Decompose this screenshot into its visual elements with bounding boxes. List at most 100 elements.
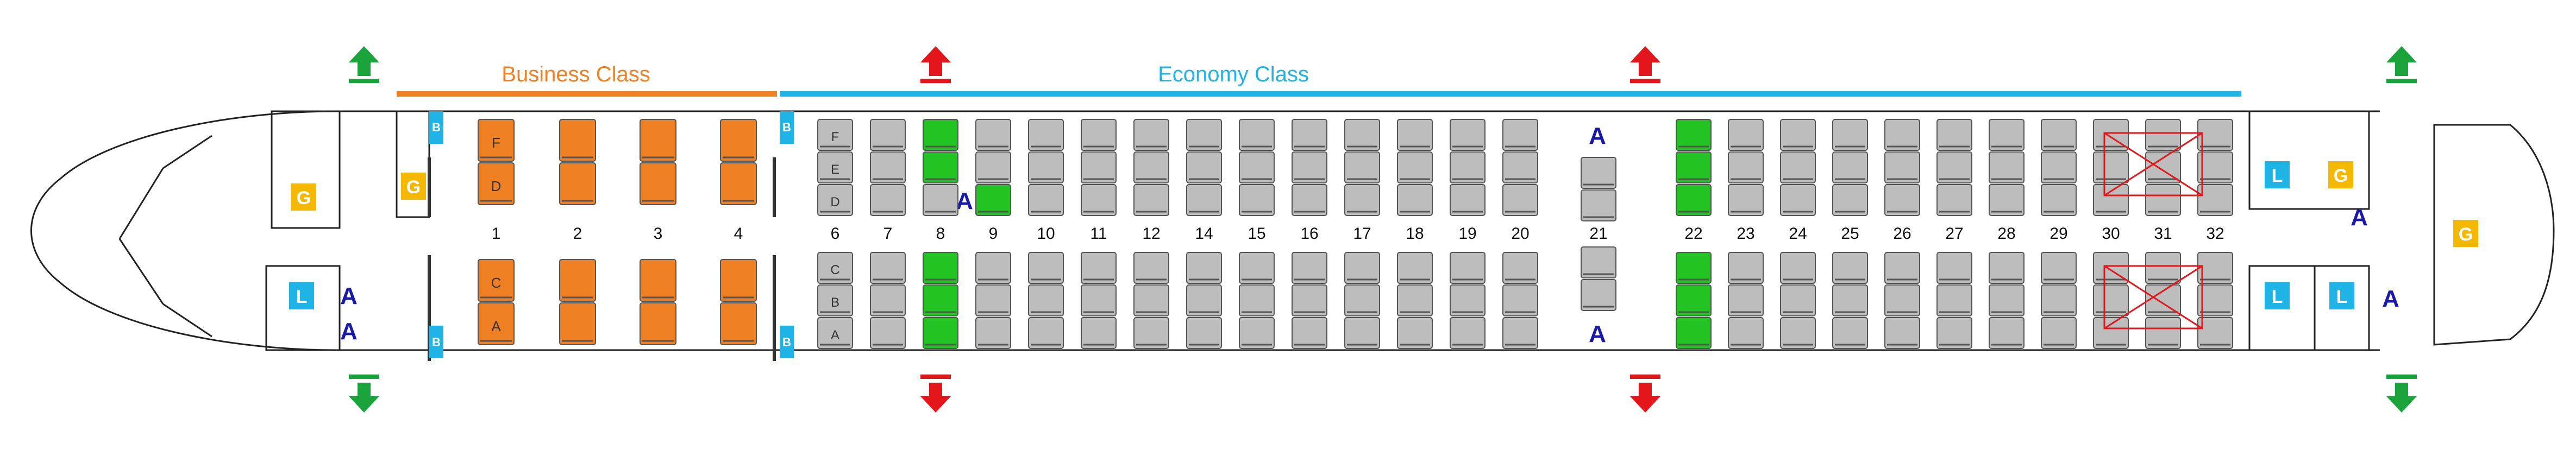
economy-seat-block-lower[interactable]	[1676, 252, 1712, 349]
row-number: 14	[1195, 225, 1213, 243]
economy-seat-block-upper[interactable]	[923, 119, 958, 216]
business-seat-block-upper[interactable]	[478, 119, 515, 205]
business-class-bar	[397, 91, 777, 97]
economy-seat-block-upper[interactable]	[817, 119, 853, 216]
economy-seat-block-lower[interactable]	[1186, 252, 1222, 349]
economy-seat-block-upper[interactable]	[1239, 119, 1275, 216]
economy-seat-block-upper[interactable]	[1292, 119, 1327, 216]
economy-seat-block-lower[interactable]	[1832, 252, 1868, 349]
economy-seat-block-lower[interactable]	[1028, 252, 1064, 349]
row-number: 21	[1589, 225, 1607, 243]
economy-seat-block-lower[interactable]	[2041, 252, 2077, 349]
svg-text:A: A	[2351, 204, 2368, 231]
economy-seat-block-lower[interactable]	[870, 252, 906, 349]
economy-seat-block-upper[interactable]	[1186, 119, 1222, 216]
row-number: 1	[492, 225, 501, 243]
seat-letter: D	[491, 178, 502, 194]
economy-seat-block-upper[interactable]	[1028, 119, 1064, 216]
exit-arrow-up-icon	[2386, 46, 2417, 83]
svg-text:A: A	[1589, 321, 1606, 347]
economy-seat-block-lower[interactable]	[2145, 252, 2181, 349]
svg-text:A: A	[956, 188, 973, 214]
economy-seat-block-lower[interactable]	[2197, 252, 2233, 349]
economy-seat-block-lower[interactable]	[975, 252, 1011, 349]
economy-seat-block-upper[interactable]	[1780, 119, 1816, 216]
row-number: 20	[1511, 225, 1529, 243]
economy-seat-block-upper[interactable]	[1832, 119, 1868, 216]
business-seat-block-lower[interactable]	[559, 259, 596, 345]
business-seat-block-lower[interactable]	[478, 259, 515, 345]
economy-seat-block-upper[interactable]	[1728, 119, 1764, 216]
economy-seat-block-upper[interactable]	[1081, 119, 1117, 216]
row-number: 28	[1997, 225, 2015, 243]
exit-arrow-up-icon	[349, 46, 379, 83]
row-number: 3	[654, 225, 663, 243]
business-seat-block-upper[interactable]	[640, 119, 676, 205]
lav-rear-lower-1	[2265, 282, 2290, 309]
exit-arrow-down-icon	[349, 375, 379, 413]
economy-seat-block-lower[interactable]	[1936, 252, 1972, 349]
svg-text:L: L	[2272, 287, 2283, 307]
economy-seat-block-lower[interactable]	[1397, 252, 1433, 349]
economy-seat-block-lower[interactable]	[2093, 252, 2129, 349]
attendant-markers: A A A A A A A	[340, 123, 2399, 347]
row-number: 11	[1090, 225, 1107, 243]
economy-seat-block-lower[interactable]	[1450, 252, 1486, 349]
seat-letter: B	[831, 295, 839, 310]
row-number: 17	[1353, 225, 1371, 243]
economy-seat-block-upper[interactable]	[1936, 119, 1972, 216]
economy-seat-block-lower[interactable]	[1989, 252, 2025, 349]
economy-seat-block-upper[interactable]	[1884, 119, 1920, 216]
economy-seat-block-upper[interactable]	[1133, 119, 1169, 216]
row-number: 6	[831, 225, 840, 243]
economy-seat-block-upper[interactable]	[870, 119, 906, 216]
economy-seat-block-lower[interactable]	[1884, 252, 1920, 349]
economy-seat-block-lower[interactable]	[1502, 252, 1538, 349]
economy-seat-block-upper[interactable]	[1344, 119, 1380, 216]
row-number: 18	[1406, 225, 1424, 243]
business-seat-block-upper[interactable]	[559, 119, 596, 205]
front-galley-box	[271, 110, 341, 229]
lavatory-markers: L L L L	[289, 161, 2354, 309]
economy-seat-block-upper[interactable]	[1397, 119, 1433, 216]
seat-letter: D	[830, 195, 839, 210]
row-number: 23	[1737, 225, 1754, 243]
business-seat-block-upper[interactable]	[720, 119, 757, 205]
svg-text:L: L	[2336, 287, 2348, 307]
economy-seat-block-upper[interactable]	[1502, 119, 1538, 216]
economy-seat-block-lower[interactable]	[1133, 252, 1169, 349]
exit-row-seat-lower[interactable]	[1581, 246, 1616, 311]
economy-seat-block-lower[interactable]	[1344, 252, 1380, 349]
economy-seat-block-upper[interactable]	[2145, 119, 2181, 216]
svg-text:A: A	[1589, 123, 1606, 149]
economy-seat-block-upper[interactable]	[1989, 119, 2025, 216]
exit-row-seat-upper[interactable]	[1581, 157, 1616, 221]
economy-seat-block-lower[interactable]	[1292, 252, 1327, 349]
svg-text:G: G	[2334, 166, 2348, 186]
business-seat-block-lower[interactable]	[640, 259, 676, 345]
economy-seat-block-upper[interactable]	[2093, 119, 2129, 216]
business-seat-block-lower[interactable]	[720, 259, 757, 345]
row-number: 32	[2206, 225, 2224, 243]
row-number: 30	[2102, 225, 2120, 243]
economy-seat-block-upper[interactable]	[2197, 119, 2233, 216]
economy-seat-block-upper[interactable]	[975, 119, 1011, 216]
galley-rear	[2328, 161, 2353, 188]
economy-seat-block-lower[interactable]	[1081, 252, 1117, 349]
economy-seat-block-upper[interactable]	[1676, 119, 1712, 216]
galley-markers: G G G G	[291, 161, 2478, 247]
svg-text:A: A	[340, 283, 358, 309]
economy-seat-block-lower[interactable]	[1728, 252, 1764, 349]
row-number: 26	[1893, 225, 1911, 243]
economy-seat-block-lower[interactable]	[817, 252, 853, 349]
lav-front	[289, 282, 314, 309]
svg-text:B: B	[432, 335, 441, 349]
economy-seat-block-upper[interactable]	[1450, 119, 1486, 216]
economy-seat-block-upper[interactable]	[2041, 119, 2077, 216]
economy-seat-block-lower[interactable]	[1780, 252, 1816, 349]
exit-arrow-down-icon	[2386, 375, 2417, 413]
economy-seat-block-lower[interactable]	[923, 252, 958, 349]
seat-letter: C	[491, 275, 502, 291]
economy-seat-block-lower[interactable]	[1239, 252, 1275, 349]
business-class-label: Business Class	[502, 62, 650, 86]
